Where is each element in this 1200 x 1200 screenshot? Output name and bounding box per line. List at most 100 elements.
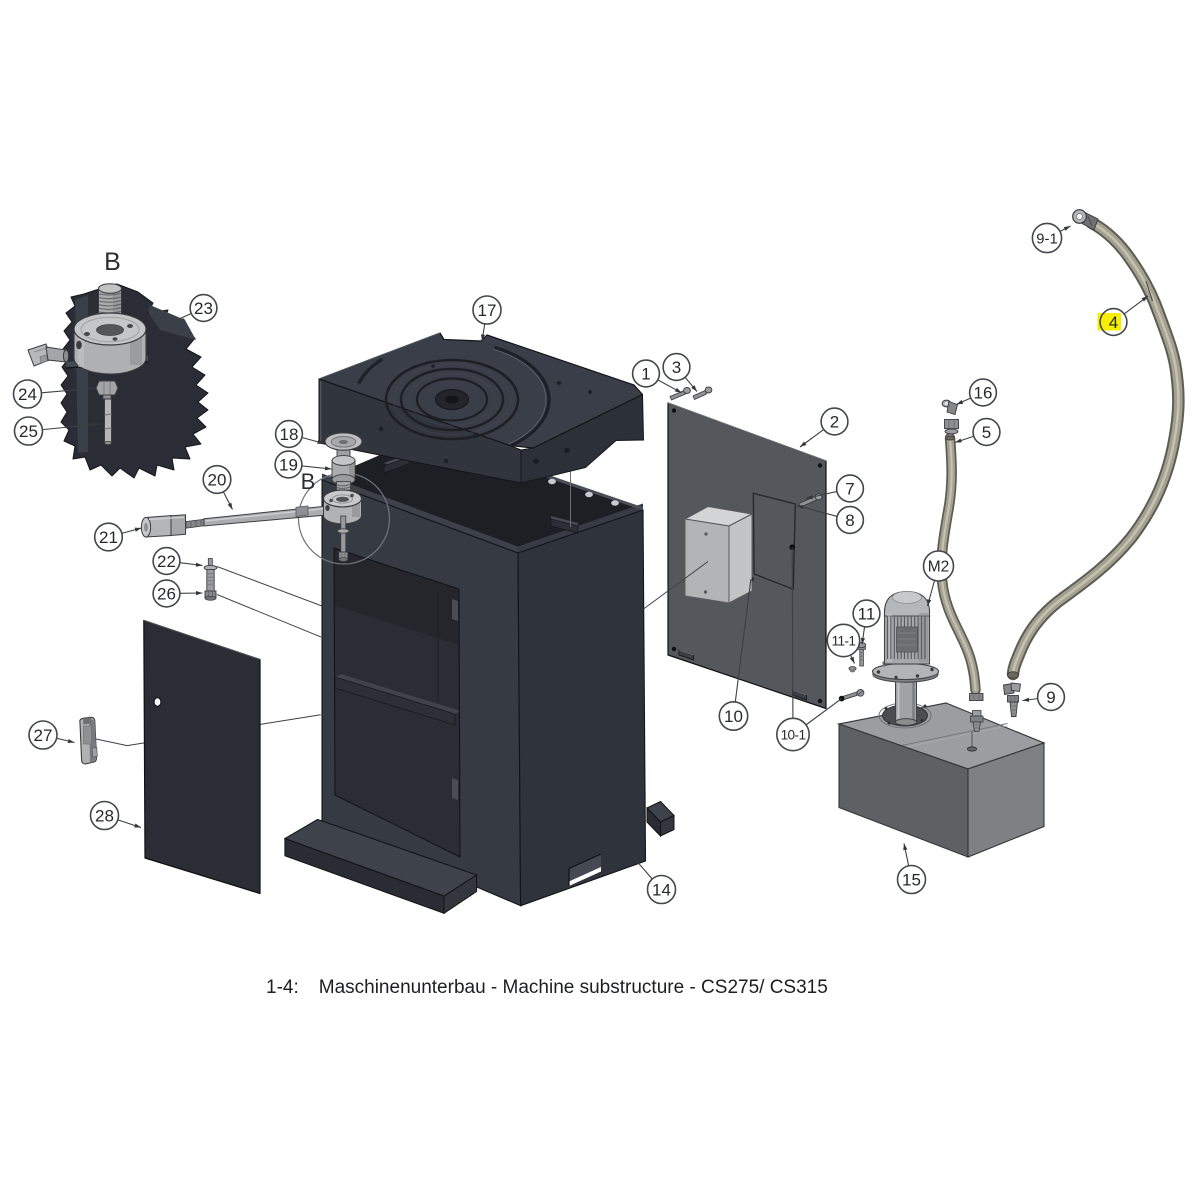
hinge-slot bbox=[452, 778, 458, 800]
balloon-number: 18 bbox=[280, 425, 299, 444]
balloon-number: 25 bbox=[19, 422, 38, 441]
balloon-circle bbox=[89, 800, 120, 831]
balloon-number: 21 bbox=[99, 528, 118, 547]
balloon-circle bbox=[775, 717, 810, 752]
door-face bbox=[143, 619, 261, 895]
figure-caption: 1-4:Maschinenunterbau - Machine substruc… bbox=[266, 977, 828, 999]
detail-handle bbox=[27, 343, 70, 367]
leader-line bbox=[734, 579, 752, 702]
balloon-circle bbox=[835, 474, 865, 503]
coolant-pump bbox=[848, 590, 940, 726]
tank-seam-hl bbox=[899, 725, 1009, 749]
leader-arrow bbox=[956, 399, 964, 405]
panel-clip bbox=[678, 649, 694, 661]
apron-hole bbox=[564, 447, 570, 454]
balloon-number: 15 bbox=[902, 871, 921, 890]
leader-arrow bbox=[927, 599, 932, 606]
balloon-circle bbox=[1031, 222, 1063, 254]
leader-arrow bbox=[67, 738, 75, 744]
balloon-number: 16 bbox=[974, 384, 993, 403]
balloon-number: 20 bbox=[208, 471, 227, 490]
balloon-circle bbox=[189, 293, 218, 323]
leader-arrow bbox=[195, 562, 203, 567]
cabinet-foot-left bbox=[283, 818, 478, 915]
balloon-circle bbox=[13, 416, 44, 446]
leader-arrow bbox=[1022, 697, 1030, 702]
balloon-9-1: 9-1 bbox=[1031, 222, 1071, 254]
balloon-number: 7 bbox=[845, 480, 854, 499]
balloon-circle bbox=[152, 579, 181, 608]
plate-arc-slot-right bbox=[494, 345, 551, 448]
balloon-circle bbox=[852, 599, 881, 628]
leader-arrow bbox=[480, 334, 486, 341]
caption-number: 1-4: bbox=[266, 977, 299, 998]
plate-edge-highlight bbox=[318, 332, 441, 380]
balloon-11: 11 bbox=[852, 599, 881, 645]
plate-dot bbox=[588, 390, 592, 394]
balloon-7: 7 bbox=[805, 474, 865, 503]
balloon-15: 15 bbox=[896, 843, 927, 895]
set-bolt-22-26 bbox=[203, 558, 218, 601]
plate-arc-slot-left bbox=[357, 357, 384, 385]
balloon-circle bbox=[826, 623, 861, 658]
balloon-10-1: 10-1 bbox=[775, 547, 842, 752]
door-hole bbox=[153, 697, 162, 707]
leader-arrow bbox=[227, 502, 233, 510]
leader-line bbox=[41, 387, 97, 394]
back-panel bbox=[643, 402, 827, 710]
top-plate bbox=[318, 332, 645, 484]
pump-flange bbox=[871, 662, 940, 681]
balloon-number: 9 bbox=[1046, 688, 1055, 707]
tube-end bbox=[895, 718, 917, 726]
wall-hole bbox=[611, 500, 619, 506]
fitting-16 bbox=[941, 399, 959, 435]
hose-4 bbox=[1006, 216, 1185, 681]
balloon-9: 9 bbox=[1022, 682, 1066, 712]
leader-arrow bbox=[800, 441, 807, 447]
balloon-22: 22 bbox=[152, 546, 203, 576]
balloon-circle bbox=[93, 522, 124, 552]
balloon-circle bbox=[1099, 307, 1128, 337]
leader-arrow bbox=[633, 857, 640, 864]
tank-inlet bbox=[966, 746, 978, 752]
balloon-circle bbox=[835, 505, 865, 535]
balloon-number: 1 bbox=[641, 365, 650, 384]
leader-line bbox=[805, 698, 842, 726]
leader-line bbox=[169, 312, 192, 324]
latch-top-notch bbox=[83, 717, 92, 725]
balloon-circle bbox=[820, 407, 849, 436]
balloon-number: 14 bbox=[652, 881, 671, 900]
hose5-tank-fitting bbox=[969, 693, 984, 732]
balloon-circle bbox=[646, 874, 677, 905]
detail-collar bbox=[73, 312, 147, 375]
spindle-collar bbox=[322, 489, 363, 525]
detail-view-b bbox=[27, 283, 209, 479]
balloon-20: 20 bbox=[202, 464, 233, 510]
leader-arrow bbox=[691, 385, 697, 392]
balloon-circle bbox=[202, 464, 232, 495]
balloon-circle bbox=[28, 720, 58, 750]
cabinet-body bbox=[283, 436, 675, 915]
balloon-number: 27 bbox=[34, 726, 53, 745]
leader-arrow bbox=[806, 495, 813, 500]
balloon-circle bbox=[662, 352, 691, 382]
balloon-27: 27 bbox=[28, 720, 75, 750]
balloon-25: 25 bbox=[13, 416, 100, 446]
spindle-bolt bbox=[337, 515, 350, 562]
flange-18 bbox=[324, 432, 363, 460]
spindle-assembly bbox=[140, 432, 391, 601]
electrical-box bbox=[683, 505, 754, 604]
balloon-circle bbox=[472, 295, 502, 325]
plate-center-dot bbox=[445, 395, 459, 404]
balloon-number: 17 bbox=[478, 301, 497, 320]
screw-1 bbox=[669, 387, 691, 401]
wall-hole bbox=[548, 478, 556, 485]
balloon-number: 24 bbox=[18, 385, 37, 404]
cabinet-opening-interior bbox=[330, 546, 462, 860]
plate-dot bbox=[557, 381, 561, 385]
latch-tab bbox=[91, 747, 98, 758]
balloon-16: 16 bbox=[956, 378, 998, 407]
tank-right bbox=[967, 742, 1045, 858]
